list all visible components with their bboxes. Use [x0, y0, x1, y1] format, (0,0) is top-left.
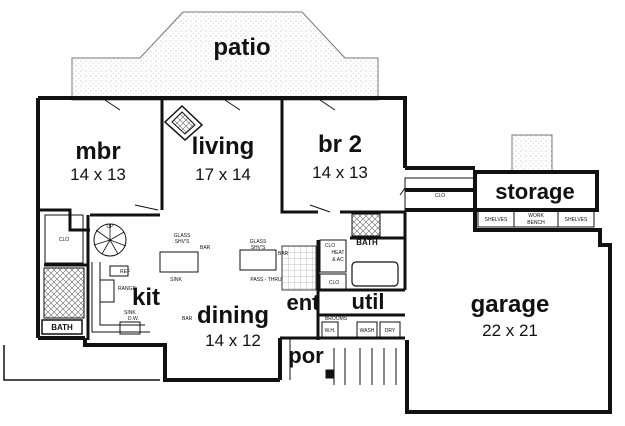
- bath-mbr-tag: [41, 319, 83, 335]
- heat-ac-label-2: & AC: [332, 257, 344, 263]
- laundry-appliances: [321, 321, 401, 339]
- storage-bump: [511, 134, 553, 173]
- dining-size: 14 x 12: [205, 331, 261, 350]
- work-bench-label-2: BENCH: [527, 220, 545, 226]
- ref-label: REF: [120, 269, 130, 275]
- door-swings: [104, 99, 406, 213]
- stair-up-label: UP: [107, 224, 115, 230]
- tub-br2: [351, 261, 399, 287]
- shelves-left-label: SHELVES: [485, 217, 508, 223]
- living-size: 17 x 14: [195, 165, 251, 184]
- wh-label: W.H.: [325, 328, 336, 334]
- patio-label: patio: [213, 34, 270, 61]
- glass-shvs-1b: SHV'S: [175, 239, 190, 245]
- heat-ac-label-1: HEAT: [332, 250, 345, 256]
- clo-mbr-label: CLO: [59, 237, 69, 243]
- living-label: living: [192, 133, 255, 160]
- side-wall-stub: [3, 345, 160, 381]
- kitchen-counters: [91, 249, 277, 335]
- dry-label: DRY: [385, 328, 396, 334]
- br2-size: 14 x 13: [312, 163, 368, 182]
- glass-shvs-2b: SHV'S: [251, 245, 266, 251]
- util-label: util: [352, 289, 385, 314]
- br2-label: br 2: [318, 131, 362, 158]
- dw-label: D.W.: [128, 316, 139, 322]
- por-label: por: [288, 343, 324, 368]
- garage-size: 22 x 21: [482, 321, 538, 340]
- fireplace: [163, 104, 204, 142]
- sink-kit-label: SINK: [124, 310, 136, 316]
- work-bench-label-1: WORK: [528, 213, 544, 219]
- bath-mbr-label: BATH: [51, 323, 73, 332]
- mbr-label: mbr: [75, 138, 120, 165]
- ent-label: ent: [287, 290, 321, 315]
- dining-label: dining: [197, 302, 269, 329]
- kit-label: kit: [132, 284, 160, 311]
- bath-mbr-floor: [43, 267, 85, 319]
- bath-br2-label: BATH: [356, 238, 378, 247]
- bath-br2-floor: [351, 213, 381, 237]
- shelves-right-label: SHELVES: [565, 217, 588, 223]
- shelves-strip: [477, 210, 595, 228]
- entry-tile: [281, 245, 317, 291]
- exterior-walls: [36, 96, 475, 382]
- bar-kit-label: BAR: [182, 316, 193, 322]
- interior-walls: [38, 100, 407, 340]
- garage-label: garage: [471, 291, 550, 318]
- mbr-size: 14 x 13: [70, 165, 126, 184]
- wash-label: WASH: [360, 328, 375, 334]
- bar-1-label: BAR: [200, 245, 211, 251]
- brooms-label: BROOMS: [325, 316, 348, 322]
- closet-lines: [44, 177, 476, 291]
- clo-storage-label: CLO: [435, 193, 445, 199]
- storage-label: storage: [495, 179, 574, 204]
- bar-2-label: BAR: [278, 251, 289, 257]
- clo-hall-label: CLO: [325, 243, 335, 249]
- clo-util-label: CLO: [329, 280, 339, 286]
- sink-bar-label: SINK: [170, 277, 182, 283]
- range-label: RANGE: [118, 286, 136, 292]
- porch-lines: [289, 338, 397, 385]
- spiral-stair: [93, 223, 127, 257]
- pass-thru-label: PASS - THRU: [250, 277, 282, 283]
- glass-shvs-1a: GLASS: [174, 233, 191, 239]
- glass-shvs-2a: GLASS: [250, 239, 267, 245]
